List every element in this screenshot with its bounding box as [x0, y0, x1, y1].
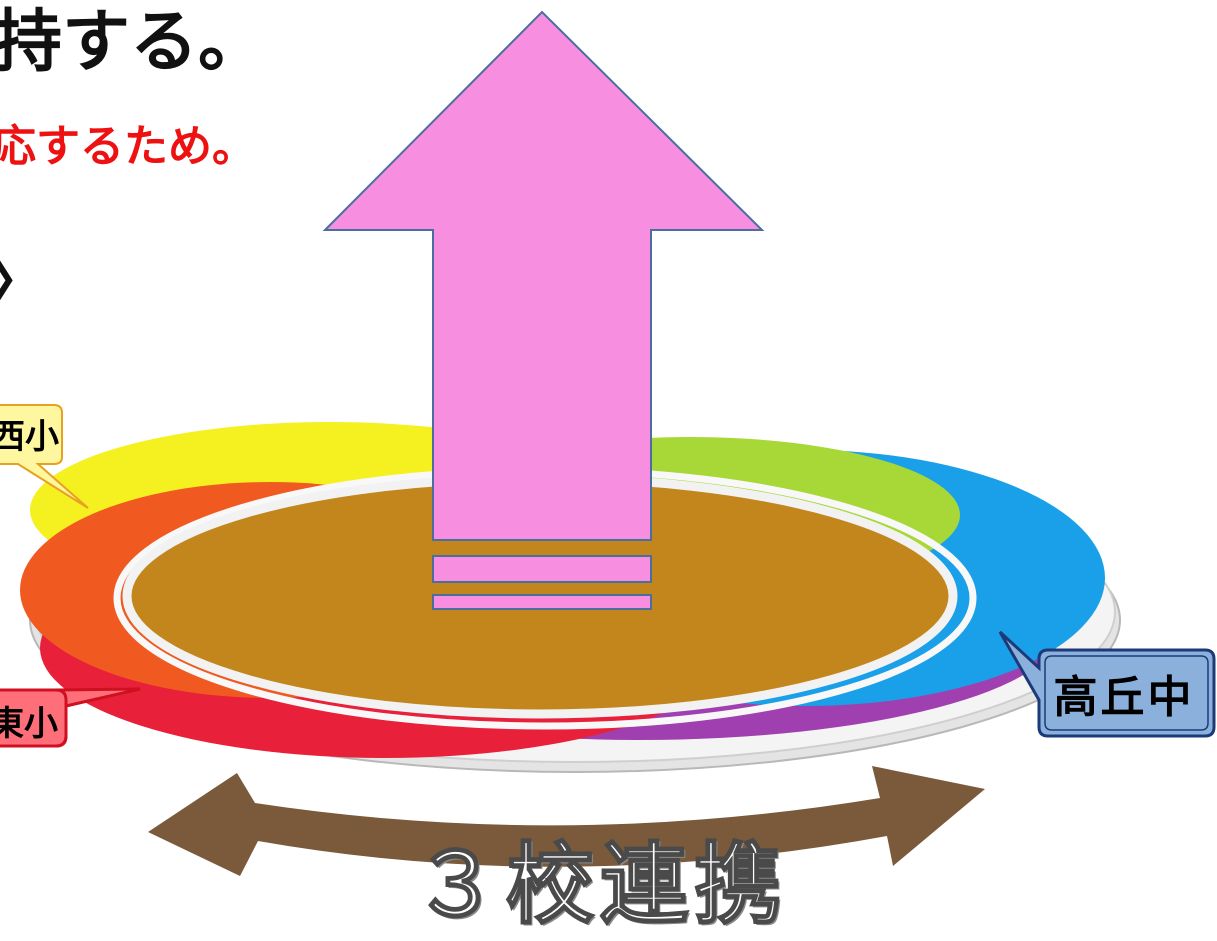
upward-arrow	[322, 10, 765, 610]
bubble-takaoka-shape	[998, 630, 1216, 738]
heading-line-2: 応するため。	[0, 121, 256, 172]
cooperation-label: ３校連携	[411, 832, 788, 937]
bubble-nishi-shape	[0, 404, 89, 509]
bubble-higashi-shape	[0, 687, 141, 748]
school-label-takaoka: 高丘中	[1053, 672, 1195, 723]
school-label-higashi: 東小	[0, 703, 58, 744]
double-arrow	[148, 766, 985, 876]
heading-line-3: 〉	[0, 232, 48, 322]
heading-line-1: 持する。	[0, 3, 267, 82]
school-label-nishi: 西小	[0, 416, 59, 457]
